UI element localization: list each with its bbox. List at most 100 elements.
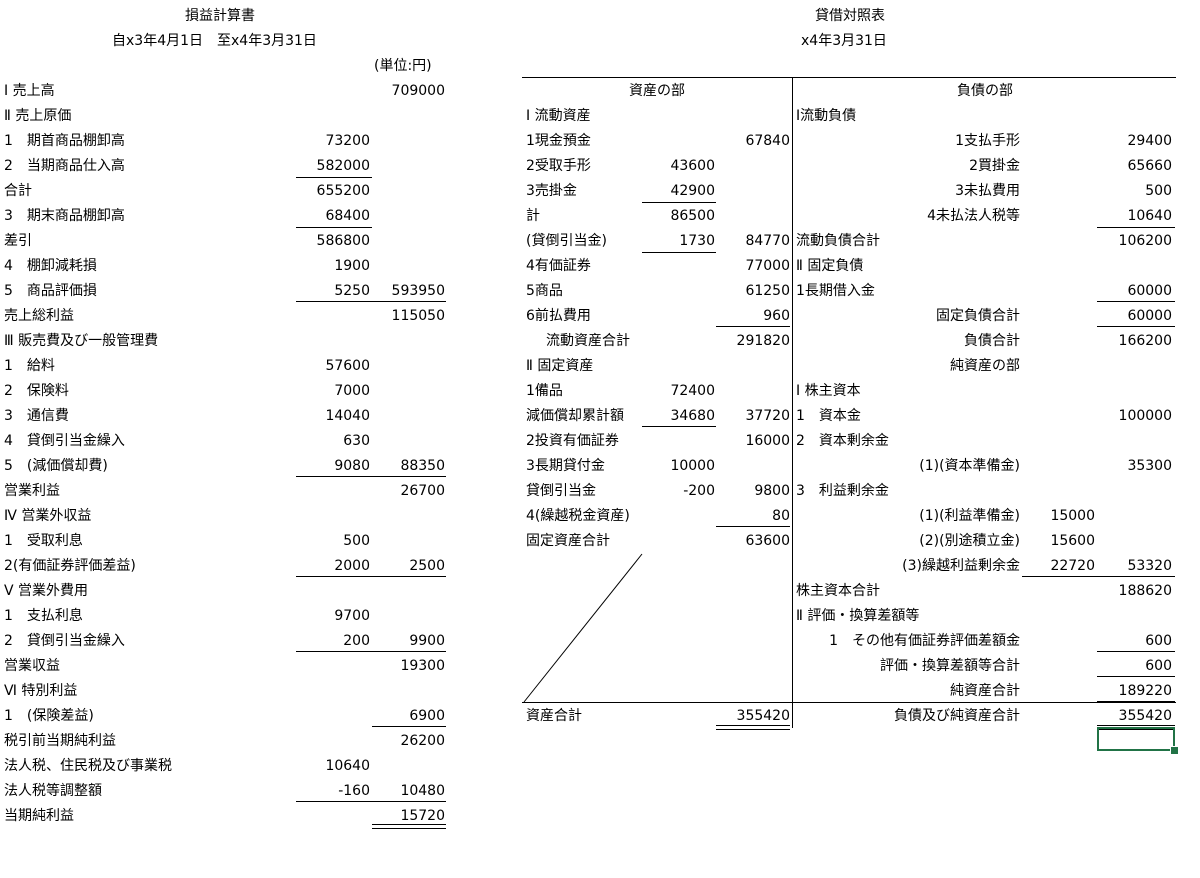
is-row-label: 2 貸倒引当金繰入	[4, 633, 125, 649]
is-row-total	[370, 679, 445, 704]
liability-row-amount: 15600	[1050, 533, 1095, 549]
asset-row-label: 1備品	[526, 383, 563, 399]
asset-row-label: 4有価証券	[526, 258, 591, 274]
asset-row-total	[712, 154, 790, 179]
liability-row-label: 1長期借入金	[796, 283, 875, 299]
asset-row-amount	[640, 429, 715, 454]
liability-row-label: Ⅱ 評価・換算差額等	[796, 608, 920, 624]
is-row-total	[370, 429, 445, 454]
liability-row-total: 100000	[1118, 408, 1172, 424]
asset-row-label: 3売掛金	[526, 183, 577, 199]
underline	[372, 726, 446, 727]
asset-row-total: 63600	[745, 533, 790, 549]
liability-row-label: Ⅱ 固定負債	[796, 258, 864, 274]
is-row-amount: 9080	[334, 458, 370, 474]
is-row-total	[370, 154, 445, 179]
underline	[296, 651, 372, 652]
is-row-label: Ⅳ 営業外収益	[4, 508, 92, 524]
is-row-amount	[290, 304, 370, 329]
is-row-amount: 73200	[325, 133, 370, 149]
underline	[296, 576, 372, 577]
asset-row-amount	[640, 129, 715, 154]
vertical-rule	[792, 77, 793, 728]
is-row-total	[370, 529, 445, 554]
underline	[1097, 301, 1175, 302]
is-row-label: 5 商品評価損	[4, 283, 97, 299]
liability-row-amount	[1020, 279, 1095, 304]
is-row-total	[370, 179, 445, 204]
liability-row-amount	[1020, 204, 1095, 229]
liability-row-total: 188620	[1118, 583, 1172, 599]
asset-row-amount: 43600	[670, 158, 715, 174]
liability-row-amount	[1020, 229, 1095, 254]
liability-row-label: 3未払費用	[955, 183, 1020, 199]
is-row-amount: 57600	[325, 358, 370, 374]
liability-row-label: 純資産の部	[950, 358, 1020, 374]
asset-row-label: 2受取手形	[526, 158, 591, 174]
underline	[296, 227, 372, 228]
liability-row-amount	[1020, 579, 1095, 604]
asset-row-amount	[640, 529, 715, 554]
is-row-total: 10480	[400, 783, 445, 799]
is-row-label: 4 棚卸減耗損	[4, 258, 97, 274]
is-row-label: 当期純利益	[4, 808, 74, 824]
underline	[1022, 576, 1098, 577]
liability-row-label: 2買掛金	[969, 158, 1020, 174]
asset-row-amount	[640, 279, 715, 304]
liabilities-header: 負債の部	[957, 83, 1013, 99]
assets-total-label: 資産合計	[526, 708, 582, 724]
liability-row-label: (1)(利益準備金)	[919, 508, 1020, 524]
liability-row-label: 2 資本剰余金	[796, 433, 889, 449]
is-row-label: 法人税等調整額	[4, 783, 102, 799]
is-row-total	[370, 104, 445, 129]
asset-row-amount	[640, 329, 715, 354]
asset-row-amount: 34680	[670, 408, 715, 424]
liability-row-label: 3 利益剰余金	[796, 483, 889, 499]
is-row-amount	[290, 504, 370, 529]
blank-diagonal-line	[523, 553, 643, 703]
asset-row-total: 84770	[745, 233, 790, 249]
is-row-amount: 200	[343, 633, 370, 649]
asset-row-label: 3長期貸付金	[526, 458, 605, 474]
is-row-total: 88350	[400, 458, 445, 474]
liability-row-amount	[1020, 629, 1095, 654]
balance-sheet-date: x4年3月31日	[801, 33, 887, 49]
asset-row-amount	[640, 504, 715, 529]
asset-row-label: 1現金預金	[526, 133, 591, 149]
asset-row-amount: 72400	[670, 383, 715, 399]
liability-row-amount	[1020, 479, 1095, 504]
is-row-label: 売上総利益	[4, 308, 74, 324]
asset-row-amount	[640, 304, 715, 329]
liability-row-amount	[1020, 254, 1095, 279]
asset-row-label: Ⅱ 固定資産	[526, 358, 594, 374]
underline	[642, 252, 716, 253]
liability-row-total: 600	[1145, 633, 1172, 649]
liability-row-amount: 15000	[1050, 508, 1095, 524]
liability-row-label: 負債合計	[964, 333, 1020, 349]
asset-row-label: 貸倒引当金	[526, 483, 596, 499]
liability-row-amount	[1020, 704, 1095, 729]
asset-row-total: 61250	[745, 283, 790, 299]
fill-handle[interactable]	[1170, 746, 1179, 755]
asset-row-label: 流動資産合計	[546, 333, 630, 349]
long-term-loan-value: 60000	[1127, 283, 1172, 299]
liability-row-amount	[1020, 179, 1095, 204]
asset-row-amount: 10000	[670, 458, 715, 474]
underline	[296, 301, 372, 302]
underline	[642, 426, 716, 427]
liability-row-label: 固定負債合計	[936, 308, 1020, 324]
is-row-label: 1 支払利息	[4, 608, 83, 624]
is-row-total: 9900	[409, 633, 445, 649]
is-row-total	[370, 129, 445, 154]
double-underline	[716, 725, 790, 730]
underline	[372, 801, 446, 802]
income-statement-period: 自x3年4月1日 至x4年3月31日	[112, 33, 317, 49]
asset-row-amount	[640, 354, 715, 379]
selected-cell[interactable]	[1097, 727, 1175, 751]
underline	[296, 476, 372, 477]
is-row-label: Ⅲ 販売費及び一般管理費	[4, 333, 159, 349]
is-row-label: 4 貸倒引当金繰入	[4, 433, 125, 449]
asset-row-total: 960	[763, 308, 790, 324]
is-row-total	[370, 579, 445, 604]
is-row-label: 営業収益	[4, 658, 60, 674]
